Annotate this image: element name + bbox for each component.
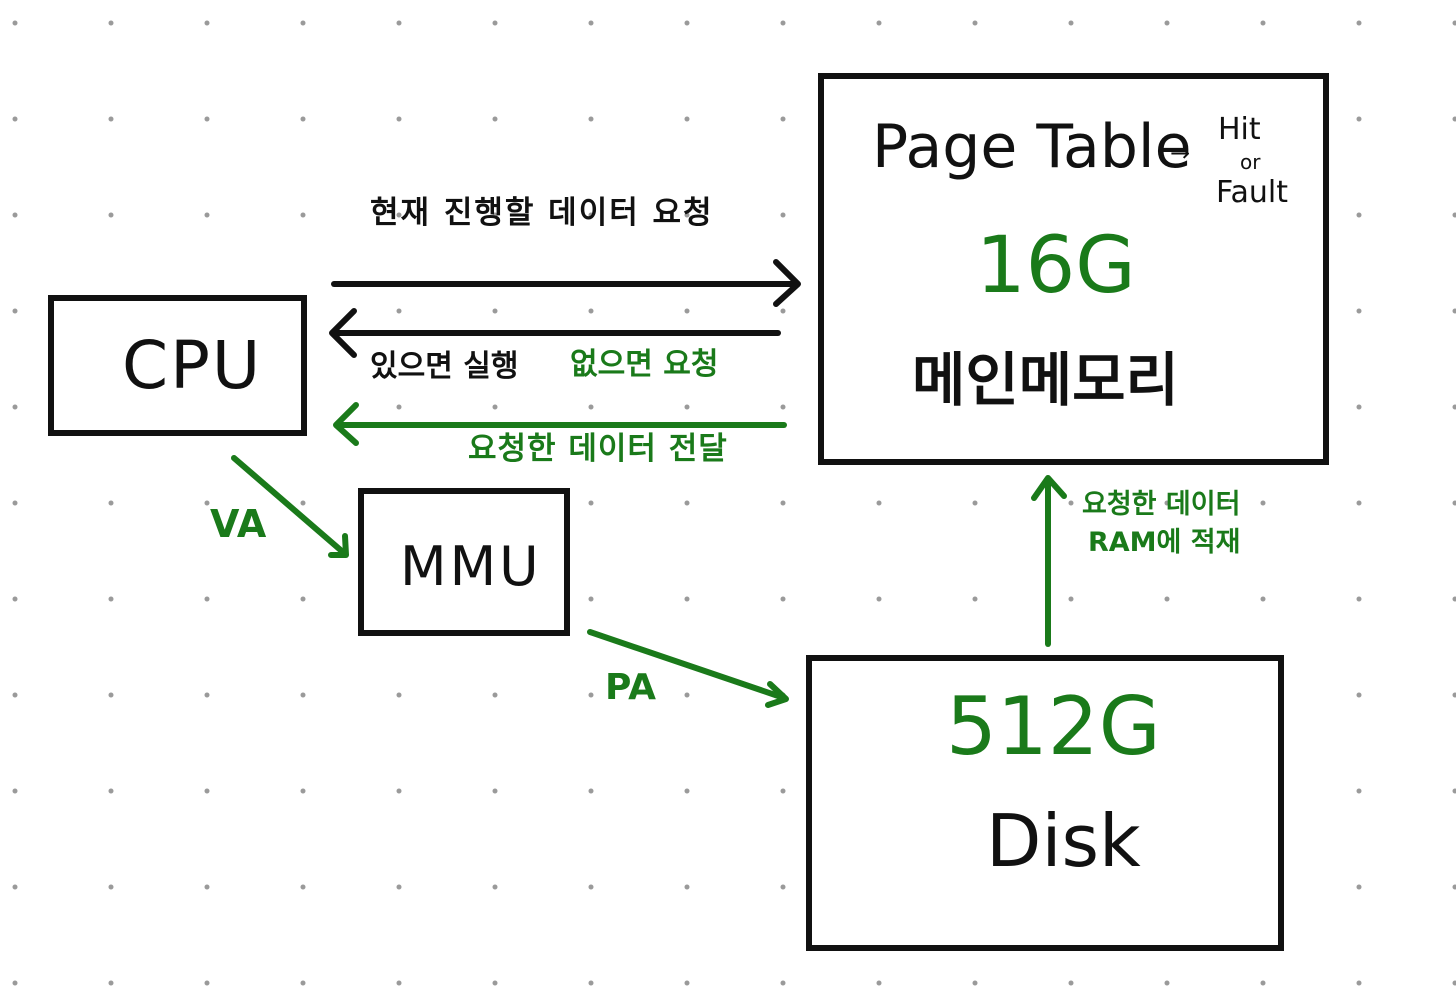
mmu-box: MMU [358,488,570,636]
edge-label-va: VA [210,502,267,546]
or-label: or [1240,150,1261,174]
disk-capacity: 512G [946,680,1161,773]
edge-label-cpu-to-memory: 현재 진행할 데이터 요청 [370,195,714,231]
hit-label: Hit [1218,112,1261,147]
arrow-memory-to-cpu-data [333,402,787,446]
arrow-disk-to-memory [1031,475,1067,647]
edge-label-memory-to-cpu-data: 요청한 데이터 전달 [468,431,728,467]
edge-label-pa: PA [605,667,656,708]
arrow-mmu-to-disk [587,629,789,708]
arrow-cpu-to-memory [331,259,801,307]
main-memory-label: 메인메모리 [912,346,1179,414]
page-table-title: Page Table [872,112,1192,182]
edge-label-memory-to-cpu-fault: 없으면 요청 [570,347,719,382]
mmu-label: MMU [400,535,542,598]
main-memory-box: Page Table → Hit or Fault 16G 메인메모리 [818,73,1329,465]
disk-label: Disk [986,799,1141,883]
fault-label: Fault [1216,175,1288,210]
disk-box: 512G Disk [806,655,1284,951]
arrow-cpu-to-mmu [231,455,349,558]
edge-label-disk-to-memory-line1: 요청한 데이터 [1082,489,1241,520]
edge-label-memory-to-cpu-hit: 있으면 실행 [370,349,519,384]
memory-capacity: 16G [976,221,1136,311]
arrow-right-icon: → [1170,139,1191,167]
cpu-box: CPU [48,295,307,436]
arrow-memory-to-cpu-hit [329,308,781,358]
edge-label-disk-to-memory-line2: RAM에 적재 [1088,527,1241,558]
cpu-label: CPU [122,327,263,404]
